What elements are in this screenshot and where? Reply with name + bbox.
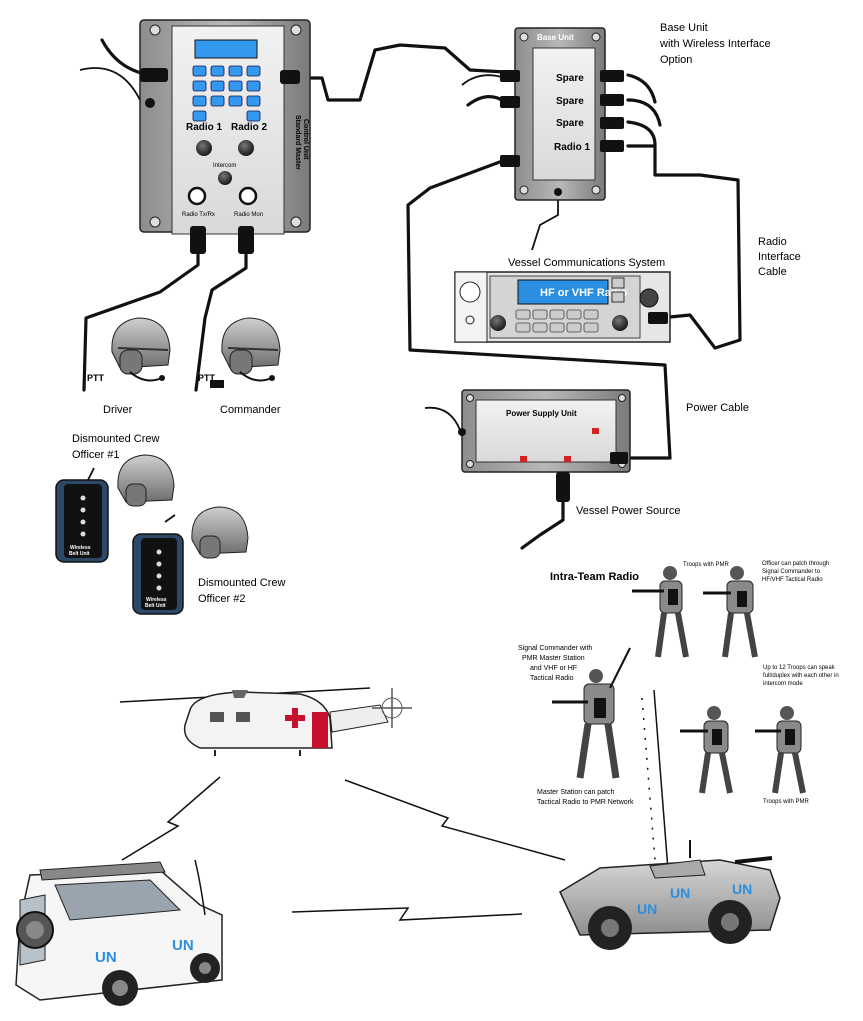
dismounted2-label-2: Officer #2 [198,593,246,605]
base-unit-caption-1: Base Unit [660,22,708,34]
soldier-1 [632,566,689,658]
port-spare-3: Spare [556,118,584,129]
radio1-label: Radio 1 [186,122,223,133]
up-to-12-1: Up to 12 Troops can speak [763,665,836,671]
intra-team-title: Intra-Team Radio [550,571,639,583]
vessel-comms-title: Vessel Communications System [508,257,665,269]
commander-helmet [210,317,281,388]
side-label-2: Control Unit [302,119,309,160]
radio-screen [517,279,609,305]
driver-helmet [111,317,171,382]
base-unit: Base Unit Spare Spare Spare Radio 1 [500,27,624,201]
intercom-knob[interactable] [218,171,232,185]
commander-label: Commander [220,404,281,416]
signal-cmdr-4: Tactical Radio [530,675,574,682]
soldier-4 [755,706,806,794]
radio-cable-label-3: Cable [758,266,787,278]
signal-cmdr-1: Signal Commander with [518,645,592,652]
txrx-knob[interactable] [187,186,207,206]
master-station-1: Master Station can patch [537,789,615,796]
ptt-driver: PTT [87,373,105,383]
master-station-2: Tactical Radio to PMR Network [537,799,634,806]
cables [79,38,742,550]
vessel-radio: HF or VHF Radio [454,271,671,343]
port-spare-1: Spare [556,73,584,84]
up-to-12-2: full/duplex with each other in [763,673,839,679]
ptt-commander: PTT [198,373,216,383]
side-label-1: Standard Master [294,115,301,170]
control-unit: Radio 1 Radio 2 Intercom Radio Tx/Rx Rad… [139,19,311,254]
officer-note-2: Signal Commander to [762,569,821,575]
dismounted1-label-2: Officer #1 [72,449,120,461]
power-cable-label: Power Cable [686,402,749,414]
radio2-label: Radio 2 [231,122,268,133]
control-display [194,39,258,59]
radio-screen-text: HF or VHF Radio [540,287,628,299]
radio1-knob[interactable] [196,140,212,156]
mon-label: Radio Mon [234,212,263,218]
psu-title: Power Supply Unit [506,409,577,418]
driver-label: Driver [103,404,133,416]
apc-un-3: UN [732,881,752,897]
apc-un-2: UN [670,885,690,901]
soldier-3 [680,706,733,794]
radio-cable-label-1: Radio [758,236,787,248]
intercom-label: Intercom [213,163,236,169]
radio-links [121,689,669,921]
txrx-label: Radio Tx/Rx [182,212,215,218]
power-supply-unit: Power Supply Unit [458,389,631,502]
belt-unit-2: Wireless Belt Unit [132,533,184,615]
jeep-un-1: UN [95,949,117,966]
belt-unit-1: Wireless Belt Unit [55,479,109,563]
signal-cmdr-3: and VHF or HF [530,665,577,672]
radio-cable-label-2: Interface [758,251,801,263]
troops-pmr-bottom: Troops with PMR [763,799,809,805]
officer-note-3: HF/VHF Tactical Radio [762,577,823,583]
power-source-label: Vessel Power Source [576,505,681,517]
officer-note-1: Officer can patch through [762,561,829,567]
keypad[interactable] [192,65,261,122]
apc-un-1: UN [637,901,657,917]
soldier-2 [703,566,758,658]
base-unit-caption-3: Option [660,54,692,66]
un-apc: UN UN UN [559,840,781,950]
troops-pmr-top: Troops with PMR [683,562,729,568]
belt2-label-2: Belt Unit [145,603,166,609]
belt1-label-1: Wireless [70,545,91,551]
port-radio1: Radio 1 [554,142,591,153]
port-spare-2: Spare [556,96,584,107]
base-unit-title: Base Unit [537,33,574,42]
belt1-label-2: Belt Unit [69,551,90,557]
up-to-12-3: intercom mode [763,681,803,687]
radio-buttons[interactable] [515,309,599,333]
radio2-knob[interactable] [238,140,254,156]
un-jeep: UN UN [15,859,223,1006]
helicopter [119,687,412,756]
dismounted1-label-1: Dismounted Crew [72,433,159,445]
base-unit-caption-2: with Wireless Interface [659,38,771,50]
jeep-un-2: UN [172,937,194,954]
signal-commander [552,647,631,779]
dismounted1-helmet [117,454,175,507]
mon-knob[interactable] [238,186,258,206]
belt2-label-1: Wireless [146,597,167,603]
dismounted2-helmet [191,506,249,559]
dismounted2-label-1: Dismounted Crew [198,577,285,589]
signal-cmdr-2: PMR Master Station [522,655,585,662]
